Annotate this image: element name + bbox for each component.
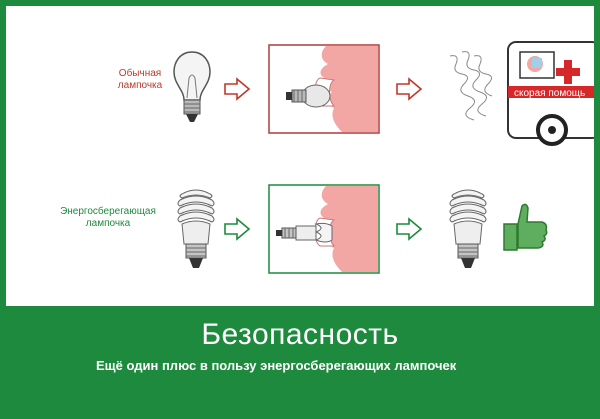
- speed-lines: [449, 51, 493, 121]
- arrow-right-icon: [396, 217, 423, 241]
- energy-saving-label-line1: Энергосберегающая: [60, 206, 156, 217]
- bottom-banner: Безопасность Ещё один плюс в пользу энер…: [6, 306, 594, 419]
- face-shape: [320, 186, 378, 272]
- light-bulb-icon: [173, 51, 211, 122]
- incandescent-label-line1: Обычная: [118, 68, 162, 79]
- mouth-panel-cfl: [268, 184, 380, 274]
- incandescent-label: Обычная лампочка: [102, 68, 178, 92]
- thumbs-up-icon: [503, 203, 548, 251]
- ambulance-icon: скорая помощь: [507, 41, 594, 146]
- cfl-bulb-icon: [449, 189, 487, 268]
- cfl-bulb-icon: [177, 189, 215, 268]
- arrow-right-icon: [396, 77, 423, 101]
- arrow-right-icon: [224, 77, 251, 101]
- arrow-right-icon: [224, 217, 251, 241]
- ambulance-text: скорая помощь: [514, 88, 585, 99]
- energy-saving-label: Энергосберегающая лампочка: [46, 206, 170, 230]
- banner-title: Безопасность: [201, 318, 399, 351]
- energy-saving-label-line2: лампочка: [85, 218, 131, 229]
- mouth-panel-incandescent: [268, 44, 380, 134]
- banner-subtitle: Ещё один плюс в пользу энергосберегающих…: [96, 358, 457, 373]
- face-shape: [320, 46, 378, 132]
- incandescent-label-line2: лампочка: [117, 80, 163, 91]
